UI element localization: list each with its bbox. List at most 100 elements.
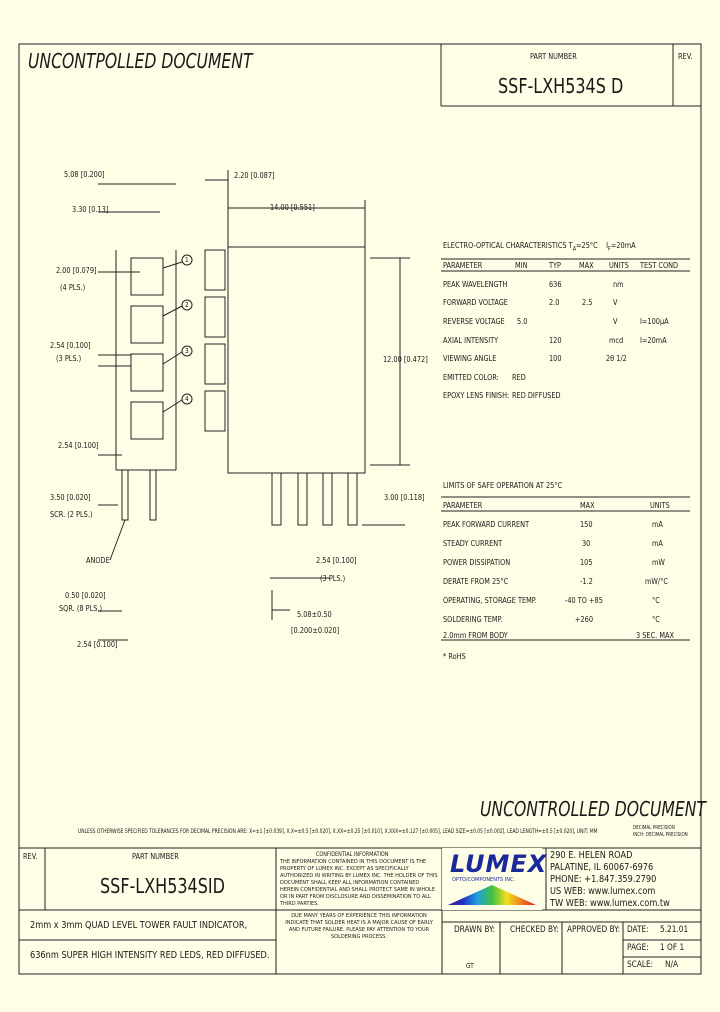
rohs-note: * RoHS [443,652,466,661]
limits-header-max: MAX [580,501,595,510]
dim-5-08: 5.08 [0.200] [64,170,105,179]
eo-row-units: nm [613,280,624,289]
limits-row-max: 30 [582,539,591,548]
dim-2-54-a: 2.54 [0.100] [50,341,91,350]
limits-row-max: -40 TO +85 [565,596,603,605]
eo-row-typ: 120 [549,336,562,345]
eo-title-if-sub: F [608,245,611,253]
scale-label: SCALE: [627,960,654,970]
eo-title-text: ELECTRO-OPTICAL CHARACTERISTICS T [443,241,573,250]
dim-3-50: 3.50 [0.020] [50,493,91,502]
tw-web: TW WEB: www.lumex.com.tw [550,898,670,909]
limits-row-max: +260 [575,615,594,624]
limits-row-units: mW/°C [645,577,668,586]
eo-row-typ: 636 [549,280,562,289]
eo-header-max: MAX [579,261,594,270]
limits-row-max: 105 [580,558,593,567]
footer-part-number: SSF-LXH534SID [100,874,225,898]
date-value: 5.21.01 [660,925,689,935]
eo-row-param: EPOXY LENS FINISH: [443,391,510,400]
circle-label-1: 1 [185,256,189,264]
address-line-1: 290 E. HELEN ROAD [550,850,633,861]
dim-12-00: 12.00 [0.472] [383,355,428,364]
eo-title-sub: A [572,245,577,253]
page-label: PAGE: [627,943,649,953]
limits-row-param: OPERATING, STORAGE TEMP. [443,596,537,605]
limits-title: LIMITS OF SAFE OPERATION AT 25°C [443,481,563,490]
eo-row-value: RED DIFFUSED [512,391,561,400]
footer-part-number-label: PART NUMBER [132,852,179,861]
drawn-by: GT [466,962,474,970]
description-line-1: 2mm x 3mm QUAD LEVEL TOWER FAULT INDICAT… [30,920,248,931]
dim-3-30: 3.30 [0.13] [72,205,109,214]
dim-0-50: 0.50 [0.020] [65,591,106,600]
dim-0-50-count: SQR. (8 PLS.) [59,604,103,613]
limits-row-param: POWER DISSIPATION [443,558,511,567]
circle-label-4: 4 [185,395,189,403]
limits-header-units: UNITS [650,501,670,510]
limits-header-parameter: PARAMETER [443,501,483,510]
eo-row-max: 2.5 [582,298,593,307]
part-number-label: PART NUMBER [530,52,577,61]
eo-row-param: AXIAL INTENSITY [443,336,499,345]
dim-2-54-d-count: (3 PLS.) [320,574,346,583]
limits-row-max: 150 [580,520,593,529]
eo-row-cond: I=20mA [640,336,667,345]
dim-2-54-b: 2.54 [0.100] [58,441,99,450]
drawn-by-label: DRAWN BY: [454,925,495,935]
phone: PHONE: +1.847.359.2790 [550,874,657,885]
tolerance-note-right-2: INCH: DECIMAL PRECISION [633,832,688,838]
tolerance-note-right: DECIMAL PRECISION [633,825,675,831]
eo-row-param: FORWARD VOLTAGE [443,298,508,307]
eo-row-units: V [613,317,618,326]
us-web: US WEB: www.lumex.com [550,886,656,897]
dim-2-00: 2.00 [0.079] [56,266,97,275]
eo-row-value: RED [512,373,526,382]
eo-row-param: EMITTED COLOR: [443,373,499,382]
eo-header-units: UNITS [609,261,629,270]
lumex-logo: LUMEX OPTO/COMPONENTS INC. [442,848,546,910]
dim-2-54-d: 2.54 [0.100] [316,556,357,565]
watermark-bottom: UNCONTROLLED DOCUMENT [480,797,706,821]
limits-row-units: mA [652,539,663,548]
limits-row-units: mA [652,520,663,529]
limits-row-units: °C [652,615,660,624]
watermark-top: UNCONTPOLLED DOCUMENT [28,49,253,73]
limits-row-units: mW [652,558,665,567]
scale-value: N/A [665,960,679,970]
anode-label: ANODE [86,556,110,565]
limits-row-max: -1.2 [580,577,593,586]
lumex-logo-spectrum [448,885,536,905]
eo-row-cond: I=100µA [640,317,669,326]
limits-row-param: DERATE FROM 25°C [443,577,509,586]
eo-header-min: MIN [515,261,528,270]
footer-rev-label: REV. [23,852,38,861]
eo-row-typ: 2.0 [549,298,560,307]
lumex-logo-text: LUMEX [450,850,548,878]
lumex-logo-sub: OPTO/COMPONENTS INC. [452,877,516,883]
eo-title-if-val: =20mA [610,241,636,250]
confidential-title: CONFIDENTIAL INFORMATION [316,851,389,858]
address-line-2: PALATINE, IL 60067-6976 [550,862,654,873]
eo-title-if: I [606,241,609,250]
circle-label-3: 3 [185,347,189,355]
eo-header-parameter: PARAMETER [443,261,483,270]
dim-5-08-tol: 5.08±0.50 [297,610,332,619]
dim-2-00-count: (4 PLS.) [60,283,86,292]
eo-header-typ: TYP [549,261,561,270]
limits-row-units: °C [652,596,660,605]
eo-row-param: VIEWING ANGLE [443,354,497,363]
approved-by-label: APPROVED BY: [567,925,621,935]
description-line-2: 636nm SUPER HIGH INTENSITY RED LEDS, RED… [30,950,270,961]
dim-2-54-c: 2.54 [0.100] [77,640,118,649]
dim-2-20: 2.20 [0.087] [234,171,275,180]
eo-row-param: PEAK WAVELENGTH [443,280,508,289]
eo-row-typ: 100 [549,354,562,363]
eo-row-units: V [613,298,618,307]
circle-label-2: 2 [185,301,189,309]
dim-5-08-tol-inch: [0.200±0.020] [291,626,340,635]
dim-2-54-a-count: (3 PLS.) [56,354,82,363]
limits-row-param: PEAK FORWARD CURRENT [443,520,530,529]
dim-3-00: 3.00 [0.118] [384,493,425,502]
